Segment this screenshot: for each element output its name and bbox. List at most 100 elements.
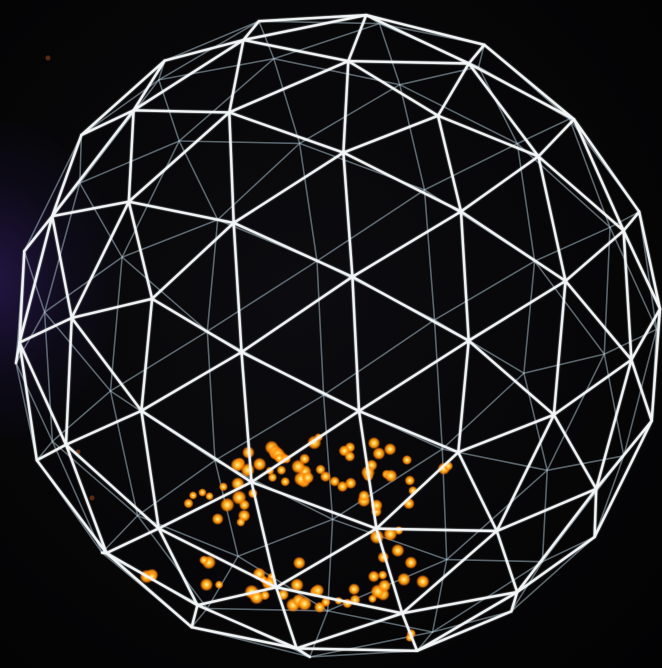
front-wire-edge (438, 64, 469, 116)
front-wire-edge (243, 40, 348, 61)
back-wire-edge (542, 470, 547, 561)
glowing-particle (253, 457, 267, 471)
back-wire-edge (52, 441, 137, 515)
front-wire-edge (458, 341, 468, 453)
back-wire-edge (324, 320, 435, 395)
front-wire-edge (639, 212, 660, 309)
back-wire-edge (24, 135, 81, 251)
back-wire-edge (517, 144, 610, 228)
glowing-particle (378, 570, 388, 580)
front-wire-edge (141, 411, 251, 482)
back-wire-edge (425, 190, 435, 320)
front-wire-edge (152, 299, 241, 352)
front-wire-edge (348, 61, 469, 63)
front-wire-edge (72, 318, 142, 411)
glowing-particle (189, 491, 198, 500)
back-wire-edge (433, 560, 447, 632)
back-wire-edge (524, 354, 604, 373)
glowing-particle (372, 447, 385, 460)
front-wire-edge (348, 15, 366, 61)
front-wire-edge (66, 445, 107, 553)
glowing-particle (394, 526, 403, 535)
front-wire-edge (234, 153, 344, 223)
glowing-particle (219, 482, 228, 491)
back-wire-edge (604, 354, 624, 456)
glowing-particle (239, 500, 250, 511)
glowing-particle (358, 490, 370, 502)
back-wire-edge (45, 257, 123, 312)
back-wire-edge (535, 227, 610, 261)
back-wire-edge (207, 261, 317, 331)
front-wire-edge (574, 119, 639, 212)
front-wire-edge (343, 61, 348, 153)
front-wire-edge (484, 45, 574, 120)
front-wire-edge (141, 352, 241, 411)
front-wire-edge (276, 529, 376, 588)
back-wire-edge (524, 261, 535, 373)
back-wire-edge (425, 144, 518, 190)
back-wire-edge (317, 190, 425, 261)
back-wire-edge (400, 67, 479, 85)
glowing-particle (397, 573, 411, 587)
back-wire-edge (80, 183, 122, 257)
dim-particle (90, 496, 95, 501)
back-wire-edge (442, 373, 524, 449)
back-wire-edge (435, 320, 443, 449)
front-wire-edge (107, 553, 192, 627)
front-wire-edge (66, 411, 141, 445)
front-wire-edge (343, 153, 461, 212)
front-wire-edge (469, 341, 554, 415)
front-wire-edge (159, 528, 277, 587)
back-wire-edge (570, 119, 611, 227)
front-wire-edge (165, 40, 244, 61)
front-wire-edge (352, 277, 468, 341)
back-wire-edge (435, 320, 524, 373)
dim-particle (46, 56, 51, 61)
glowing-particle (384, 469, 397, 482)
front-wire-edge (574, 119, 624, 230)
front-wire-edge (624, 212, 640, 231)
glowing-particle (183, 498, 193, 508)
front-wire-edge (234, 223, 242, 352)
glowing-particle (199, 555, 209, 565)
glowing-particle (280, 477, 290, 487)
front-wire-edge (376, 452, 458, 528)
front-wire-edge (252, 482, 377, 528)
glowing-particle (299, 453, 310, 464)
glowing-particle (405, 556, 418, 569)
back-wire-edge (400, 85, 518, 144)
back-wire-edge (238, 519, 333, 556)
glowing-particle (293, 557, 306, 570)
front-wire-edge (554, 415, 596, 489)
front-wire-edge (469, 281, 566, 341)
glowing-particle (378, 579, 391, 592)
glowing-particle (416, 575, 430, 589)
front-wire-edge (438, 116, 461, 212)
front-wire-edge (242, 277, 353, 352)
glowing-particle (215, 580, 224, 589)
front-wire-edge (37, 445, 66, 461)
front-wire-edge (129, 202, 152, 299)
glowing-particle (200, 578, 213, 591)
front-wire-edge (141, 299, 152, 411)
front-wire-edge (595, 489, 597, 537)
glowing-particle (314, 602, 326, 614)
back-wire-edge (595, 456, 624, 537)
back-wire-edge (45, 312, 53, 441)
glowing-particle (368, 571, 380, 583)
back-wire-edge (435, 261, 535, 320)
glowing-particle (277, 465, 287, 475)
back-wire-edge (259, 21, 274, 59)
front-wire-edge (152, 223, 234, 299)
glowing-particle (384, 443, 397, 456)
glowing-particle (344, 451, 355, 462)
front-wire-edge (343, 153, 352, 277)
front-wire-edge (129, 112, 230, 201)
back-wire-edge (379, 24, 399, 85)
front-wire-edge (242, 352, 360, 411)
front-wire-edge (229, 61, 348, 112)
front-wire-edge (297, 648, 418, 650)
front-wire-edge (376, 529, 402, 614)
front-wire-edge (229, 40, 243, 112)
